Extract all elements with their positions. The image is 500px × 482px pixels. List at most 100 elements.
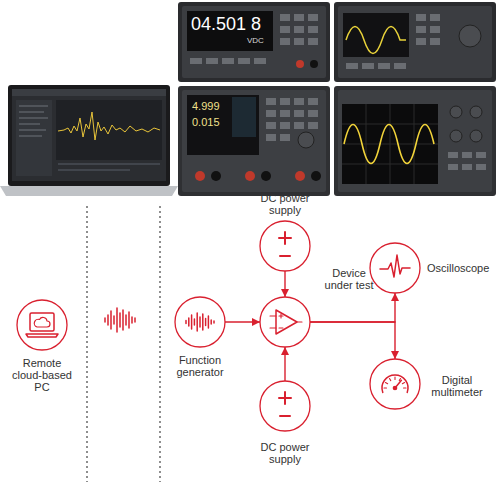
output-terminal <box>311 171 321 181</box>
instrument-buttons <box>190 14 318 64</box>
signal-connector <box>284 271 285 297</box>
instrument-front <box>338 90 492 192</box>
control-knob <box>470 130 482 142</box>
node-circle <box>260 297 310 347</box>
app-status-lines <box>58 164 160 170</box>
display-reading: 0.015 <box>192 116 220 129</box>
gauge-pivot <box>393 386 396 389</box>
output-terminal <box>245 171 255 181</box>
connector-group <box>310 293 395 322</box>
waveform-trace <box>346 27 406 54</box>
input-terminal <box>296 60 304 68</box>
circle-outline <box>174 296 226 348</box>
node-label: Digital multimeter <box>427 374 487 398</box>
amplifier-inputs <box>279 314 283 328</box>
plus-sign <box>279 392 291 404</box>
dashed-separator <box>159 206 160 482</box>
output-terminal <box>295 171 305 181</box>
display-unit: VDC <box>247 36 264 46</box>
minus-sign <box>280 255 290 257</box>
circle-outline <box>369 242 421 294</box>
output-terminal <box>261 171 271 181</box>
control-knob <box>450 106 462 118</box>
oscilloscope-photo <box>334 86 496 196</box>
laptop-icon-screen <box>30 313 54 331</box>
instrument-front <box>182 6 326 78</box>
circle-outline <box>259 380 311 432</box>
laptop-photo <box>0 85 178 196</box>
multimeter-node: Digital multimeter <box>369 358 421 410</box>
gauge-arc <box>382 375 408 392</box>
node-label: Function generator <box>170 354 230 378</box>
node-icon <box>382 375 408 392</box>
instrument-display <box>342 104 438 184</box>
node-label: DC power supply <box>255 192 315 216</box>
circle-outline <box>259 296 311 348</box>
function-generator-node: Function generator <box>174 296 226 348</box>
connector-group <box>225 322 260 323</box>
minus-sign <box>280 415 290 417</box>
node-icon <box>279 392 291 416</box>
function-generator-photo <box>334 2 496 82</box>
scope-graticule <box>342 104 438 184</box>
node-icon <box>380 255 410 277</box>
signal-connector <box>225 321 260 322</box>
instrument-case <box>178 86 330 196</box>
control-knob <box>459 25 481 47</box>
display-side-panel <box>232 97 256 137</box>
node-circle <box>370 243 420 293</box>
control-knob <box>298 132 314 148</box>
signal-connector <box>284 347 285 381</box>
control-knob <box>450 130 462 142</box>
node-icon <box>270 310 302 334</box>
input-terminal <box>310 60 318 68</box>
laptop-bezel <box>8 85 170 186</box>
dashed-separator <box>86 206 87 482</box>
instrument-display <box>343 13 409 57</box>
node-circle <box>260 221 310 271</box>
instrument-case <box>334 86 496 196</box>
circle-outline <box>369 358 421 410</box>
control-knob <box>470 106 482 118</box>
circle-outline <box>259 220 311 272</box>
connector-group <box>310 322 395 359</box>
instrument-case <box>178 2 330 82</box>
laptop-icon-base <box>26 334 58 337</box>
node-label: Remote cloud-based PC <box>11 357 73 393</box>
instrument-case <box>334 2 496 82</box>
amplifier-triangle <box>276 310 297 334</box>
circle-outline <box>16 299 68 351</box>
pulse-trace-icon <box>380 255 410 277</box>
node-icon <box>186 313 214 331</box>
node-circle <box>370 359 420 409</box>
instrument-buttons <box>346 14 440 69</box>
cloud-icon <box>34 317 50 327</box>
signal-wave-icon <box>105 308 135 332</box>
output-terminal <box>195 171 205 181</box>
signal-trace <box>58 112 160 140</box>
waveform-icon <box>186 313 214 331</box>
app-plot-area <box>56 100 162 160</box>
node-circle <box>175 297 225 347</box>
instrument-front <box>182 90 326 192</box>
connector-group <box>285 347 286 381</box>
node-circle <box>17 300 67 350</box>
output-terminal <box>211 171 221 181</box>
display-reading: 4.999 <box>192 100 220 113</box>
plus-sign <box>279 232 291 244</box>
node-label: Oscilloscope <box>427 262 500 274</box>
power-supply-node: DC power supply <box>259 220 311 272</box>
multimeter-photo <box>178 2 330 82</box>
panel-lines <box>19 106 48 136</box>
remote-pc-node: Remote cloud-based PC <box>16 299 68 351</box>
node-circle <box>260 381 310 431</box>
instrument-front <box>338 6 492 78</box>
instrument-buttons <box>448 152 486 170</box>
laptop-screen <box>12 89 166 181</box>
connector-group <box>285 271 286 297</box>
oscilloscope-node: Oscilloscope <box>369 242 421 294</box>
app-side-panel <box>16 100 52 176</box>
